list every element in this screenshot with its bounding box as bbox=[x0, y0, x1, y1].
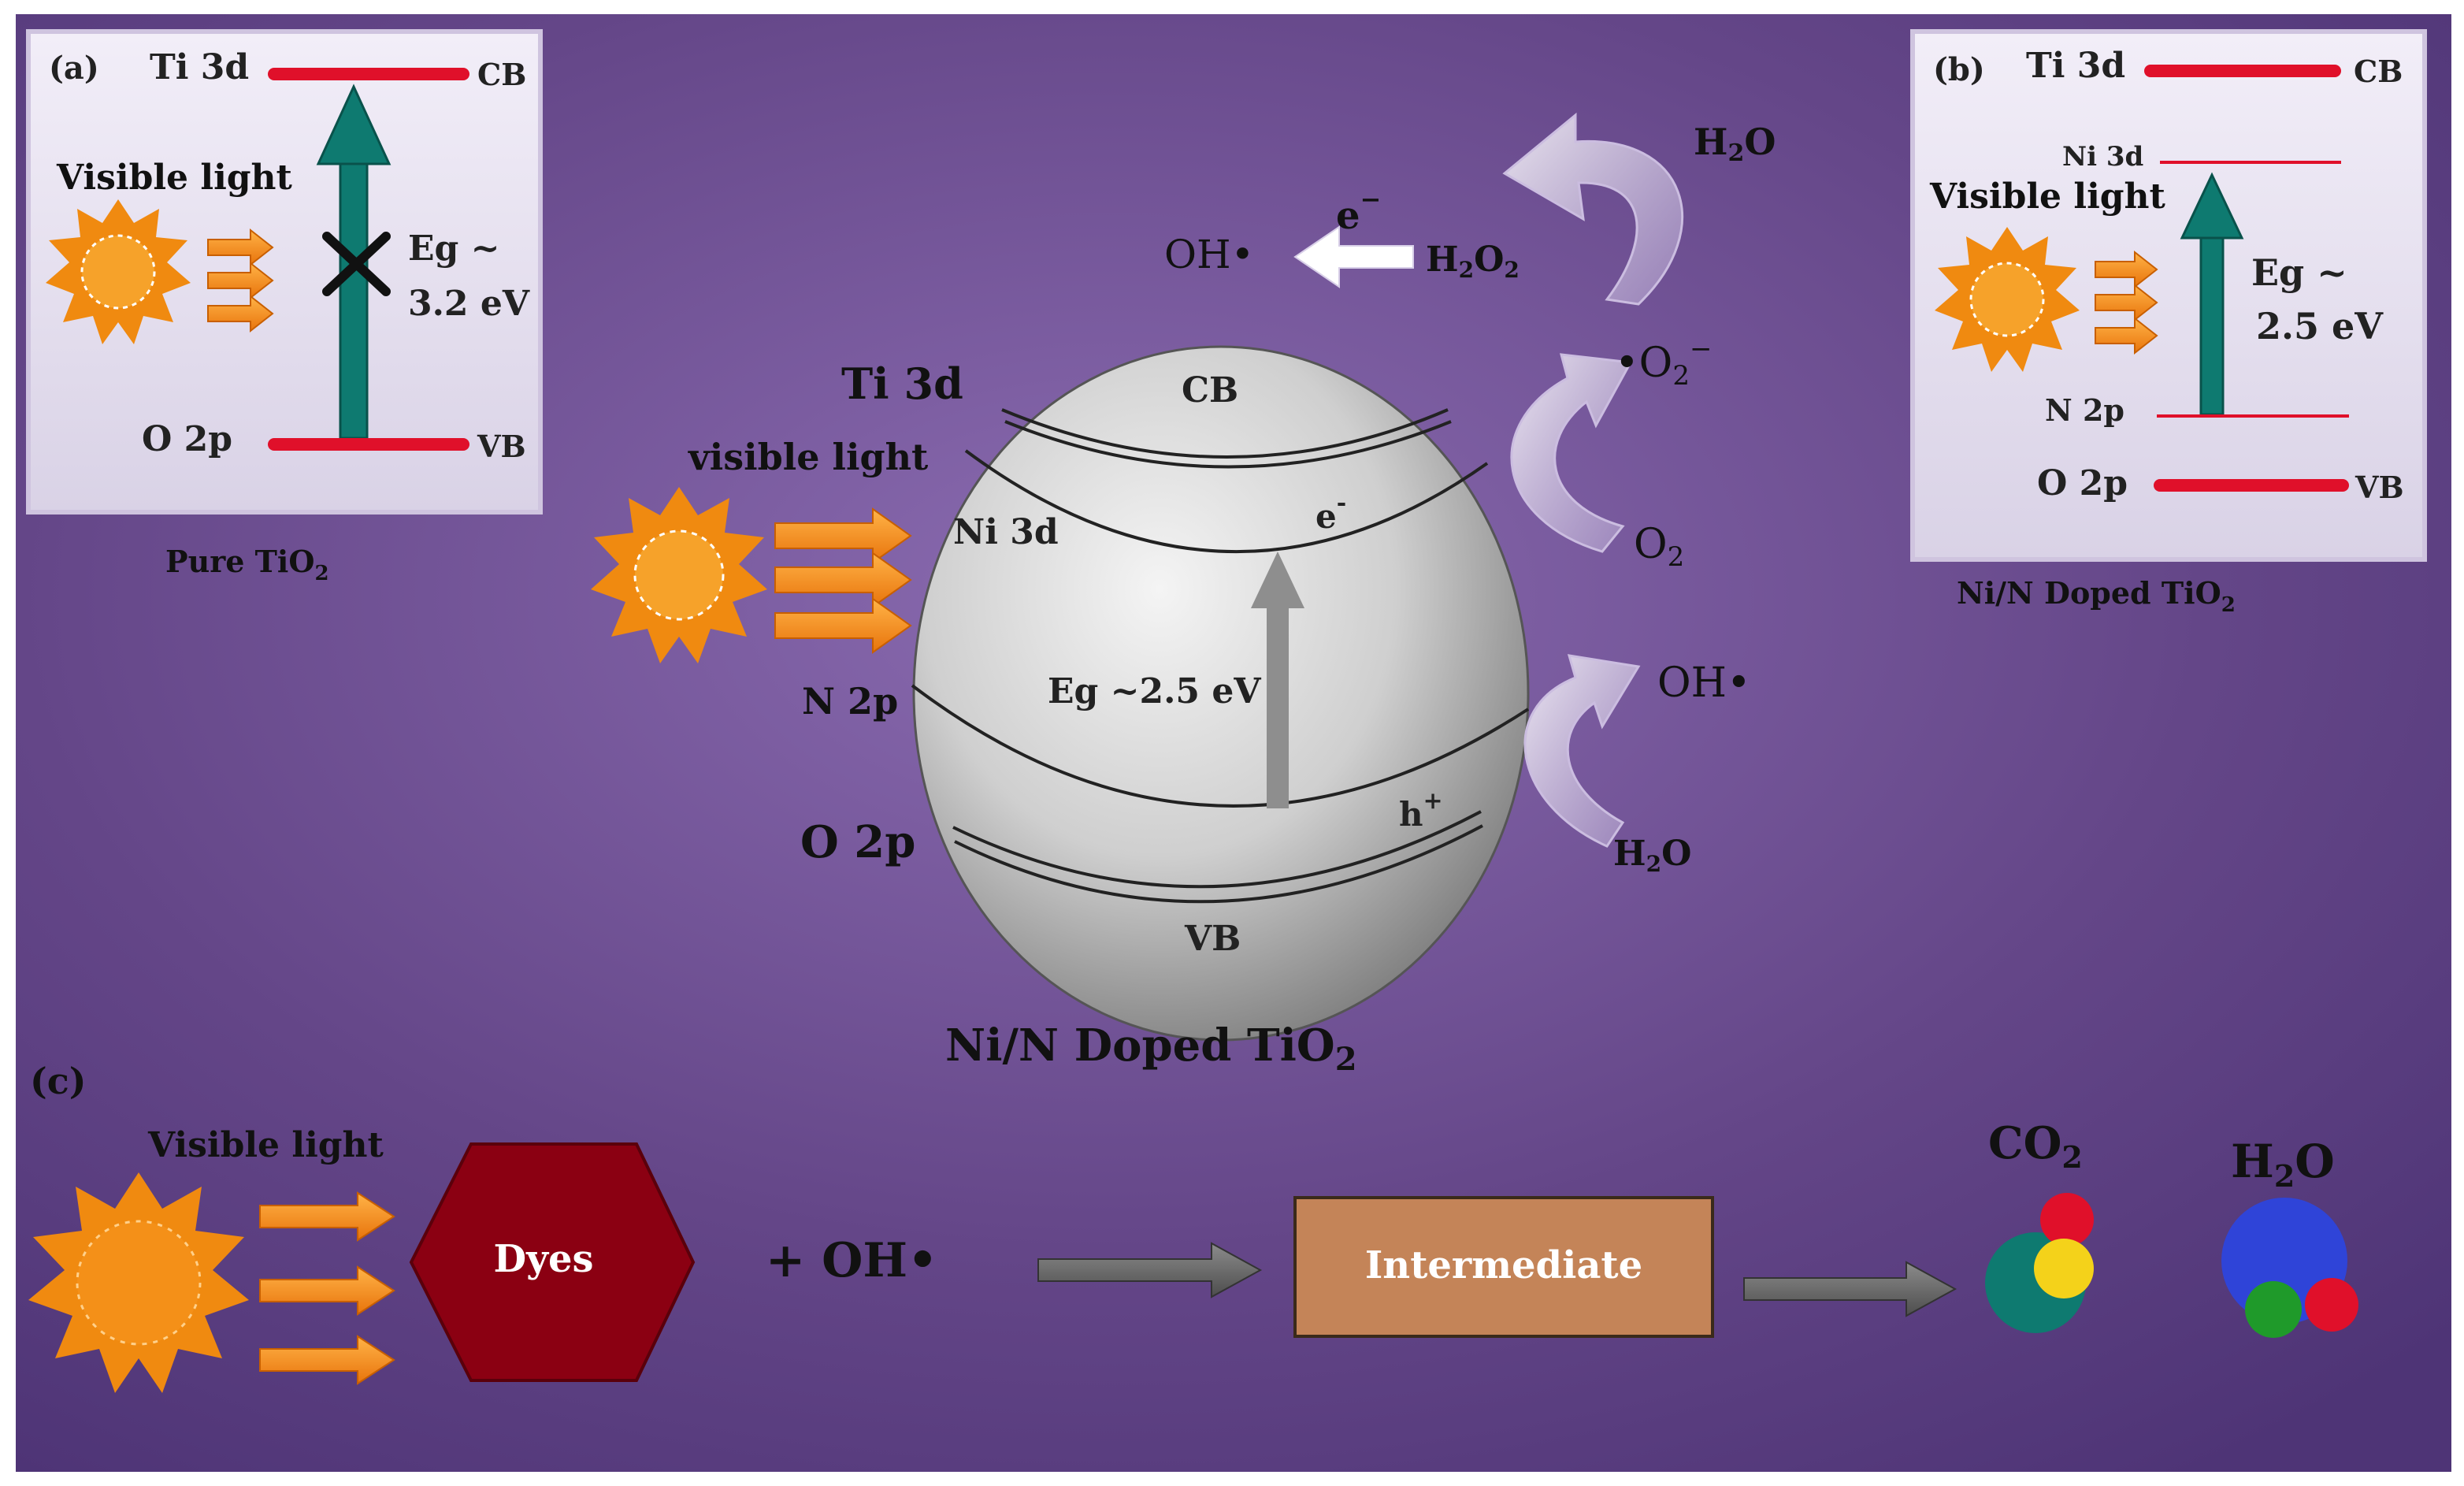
panel-a-blocked-x-icon bbox=[322, 232, 391, 296]
h2o2-label: H2O2 bbox=[1426, 240, 1520, 283]
h2o-top-label: H2O bbox=[1694, 121, 1776, 167]
center-light-label: visible light bbox=[688, 436, 929, 478]
panel-a-cb-bar bbox=[268, 68, 469, 80]
superoxide-label: •O2− bbox=[1615, 333, 1712, 392]
h2o-molecule-icon bbox=[2221, 1198, 2358, 1338]
panel-a-eg-line1: Eg ~ bbox=[408, 228, 500, 269]
panel-a-o2p-label: O 2p bbox=[142, 419, 232, 459]
panel-b-ti3d-label: Ti 3d bbox=[2026, 46, 2125, 86]
panel-b-ni3d-label: Ni 3d bbox=[2062, 141, 2143, 173]
panel-b-vb-bar bbox=[2154, 479, 2349, 492]
plus-oh-label: + OH• bbox=[766, 1233, 937, 1288]
panel-c-light-arrows bbox=[259, 1191, 395, 1385]
center-o2p-label: O 2p bbox=[800, 816, 915, 868]
panel-a-light-label: Visible light bbox=[56, 158, 293, 198]
tio2-sphere bbox=[912, 345, 1530, 1042]
panel-b-o2p-label: O 2p bbox=[2037, 463, 2128, 503]
oh-right-label: OH• bbox=[1657, 659, 1751, 707]
panel-c-tag: (c) bbox=[30, 1060, 87, 1102]
sphere-eg-label: Eg ~2.5 eV bbox=[1048, 671, 1261, 711]
e-minus-label: e− bbox=[1336, 184, 1381, 238]
sphere-vb-label: VB bbox=[1184, 919, 1241, 959]
dyes-hexagon bbox=[409, 1142, 696, 1382]
panel-b-eg-line2: 2.5 eV bbox=[2256, 305, 2384, 347]
panel-a-ti3d-label: Ti 3d bbox=[150, 47, 249, 87]
co2-label: CO2 bbox=[1988, 1117, 2083, 1175]
panel-c: (c) Visible light Dyes + OH• Intermediat… bbox=[28, 1060, 2358, 1393]
center-ti3d-label: Ti 3d bbox=[841, 358, 963, 409]
panel-b-tag: (b) bbox=[1933, 51, 1985, 88]
intermediate-label: Intermediate bbox=[1365, 1243, 1642, 1287]
panel-a-eg-line2: 3.2 eV bbox=[408, 284, 530, 324]
panel-b-cb-label: CB bbox=[2354, 54, 2403, 89]
panel-b-n2p-label: N 2p bbox=[2045, 392, 2124, 428]
sphere-electron-label: e- bbox=[1315, 489, 1346, 536]
o2-label: O2 bbox=[1634, 521, 1684, 573]
h2o2-to-oh-arrow bbox=[1293, 225, 1414, 288]
panel-b-vb-label: VB bbox=[2355, 470, 2404, 505]
h2o-bottom-label: H2O bbox=[1613, 834, 1691, 877]
panel-a: (a) Ti 3d CB Visible light Eg ~ 3.2 eV O… bbox=[26, 29, 543, 515]
h2o-to-oh-arrow bbox=[1523, 654, 1641, 848]
center-n2p-label: N 2p bbox=[802, 680, 898, 723]
sphere-hole-label: h+ bbox=[1399, 787, 1443, 834]
panel-b-eg-line1: Eg ~ bbox=[2251, 251, 2347, 294]
panel-a-gap-arrow bbox=[316, 84, 391, 440]
panel-b-light-arrows bbox=[2095, 250, 2158, 355]
intermediate-box bbox=[1293, 1196, 1714, 1338]
panel-c-light-label: Visible light bbox=[147, 1125, 384, 1165]
dyes-label: Dyes bbox=[493, 1237, 593, 1281]
panel-c-sun-icon bbox=[28, 1172, 249, 1393]
sphere-ni3d-label: Ni 3d bbox=[953, 512, 1059, 552]
center-sphere-group: CB Ni 3d e- Eg ~2.5 eV h+ VB bbox=[911, 345, 1530, 1042]
h2o-product-label: H2O bbox=[2231, 1135, 2335, 1194]
center-caption: Ni/N Doped TiO2 bbox=[945, 1020, 1357, 1078]
panel-b-caption: Ni/N Doped TiO2 bbox=[1957, 575, 2236, 617]
dyes-to-intermediate-arrow bbox=[1037, 1242, 1263, 1298]
panel-a-cb-label: CB bbox=[477, 57, 526, 92]
sphere-band-lines bbox=[911, 408, 1530, 904]
panel-a-sun-icon bbox=[46, 199, 191, 344]
reaction-curved-arrows bbox=[1502, 112, 1684, 848]
h2o-to-h2o2-arrow bbox=[1502, 112, 1684, 306]
panel-b-sun-icon bbox=[1935, 227, 2080, 372]
panel-a-vb-bar bbox=[268, 438, 469, 451]
center-sun-icon bbox=[591, 487, 767, 663]
panel-b-light-label: Visible light bbox=[1929, 176, 2166, 217]
oh-left-label: OH• bbox=[1164, 232, 1254, 277]
cb-line-1 bbox=[1001, 408, 1449, 459]
panel-a-light-arrows bbox=[207, 228, 274, 333]
panel-a-caption: Pure TiO2 bbox=[165, 544, 329, 585]
co2-molecule-icon bbox=[1985, 1193, 2094, 1333]
panel-a-tag: (a) bbox=[49, 50, 99, 87]
sphere-cb-label: CB bbox=[1182, 370, 1238, 411]
panel-b-cb-bar bbox=[2144, 65, 2341, 77]
o2-to-superoxide-arrow bbox=[1510, 353, 1633, 553]
sphere-gap-arrow bbox=[1251, 552, 1304, 808]
panel-a-vb-label: VB bbox=[477, 429, 526, 464]
center-light-arrows bbox=[774, 507, 912, 654]
panel-b: (b) Ti 3d CB Ni 3d Visible light Eg ~ 2.… bbox=[1910, 29, 2427, 562]
intermediate-to-products-arrow bbox=[1743, 1261, 1957, 1317]
panel-b-gap-arrow bbox=[2180, 172, 2244, 416]
